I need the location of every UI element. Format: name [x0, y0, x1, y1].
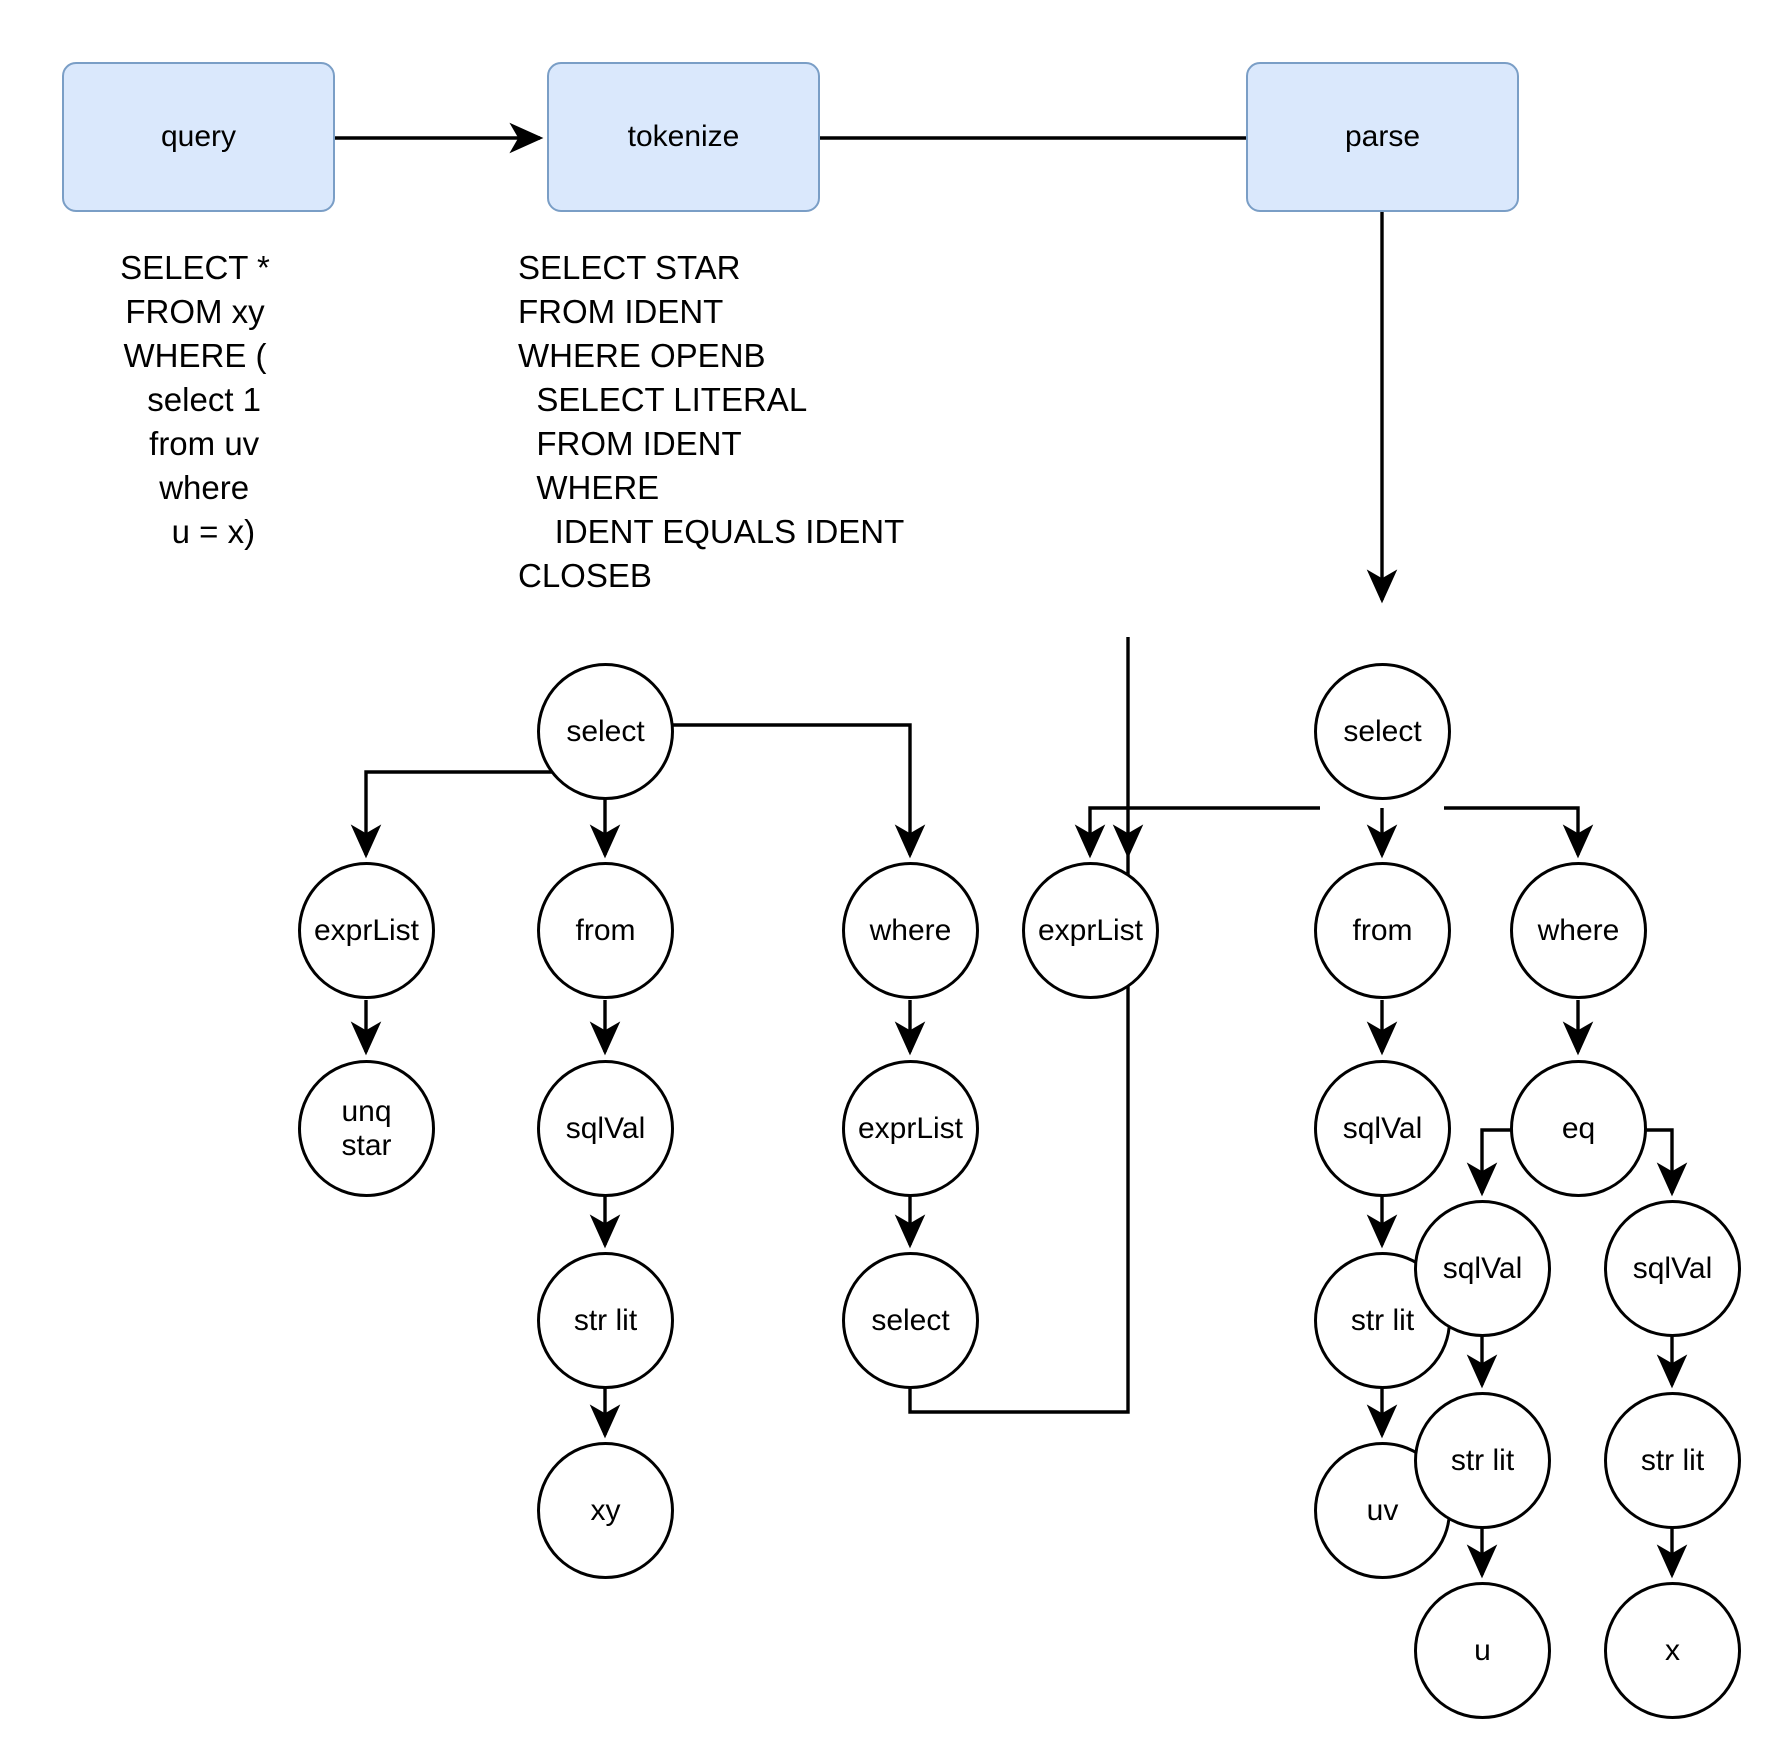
tree-node-label: sqlVal [565, 1111, 646, 1145]
tree-node-from-inner[interactable]: from [1314, 862, 1451, 999]
tree-node-sqlval-outer[interactable]: sqlVal [537, 1060, 674, 1197]
tree-node-label: where [1537, 913, 1620, 947]
tree-node-xy[interactable]: xy [537, 1442, 674, 1579]
tree-node-label: select [1343, 714, 1422, 748]
tree-node-label: from [575, 913, 636, 947]
tree-node-label: unq star [341, 1094, 392, 1162]
tree-node-label: from [1352, 913, 1413, 947]
process-box-query-label: query [160, 120, 237, 153]
edge-rselect-rexprlist [1074, 806, 1320, 859]
tree-node-label: x [1665, 1633, 1680, 1667]
tree-node-label: str lit [1350, 1303, 1415, 1337]
tree-node-label: xy [590, 1493, 621, 1527]
tree-node-u[interactable]: u [1414, 1582, 1551, 1719]
tree-node-sqlval-eq-right[interactable]: sqlVal [1604, 1200, 1741, 1337]
tree-node-label: str lit [1640, 1443, 1705, 1477]
tree-node-select-outer[interactable]: select [537, 663, 674, 800]
tree-node-where-inner[interactable]: where [1510, 862, 1647, 999]
process-box-parse-label: parse [1344, 120, 1421, 153]
query-source-text: SELECT * FROM xy WHERE ( select 1 from u… [120, 249, 270, 550]
tree-node-label: uv [1366, 1493, 1399, 1527]
tree-node-label: str lit [573, 1303, 638, 1337]
tree-node-label: select [566, 714, 645, 748]
tree-node-select-inner[interactable]: select [1314, 663, 1451, 800]
tree-node-sqlval-eq-left[interactable]: sqlVal [1414, 1200, 1551, 1337]
tree-node-exprlist-outer[interactable]: exprList [298, 862, 435, 999]
tree-node-label: sqlVal [1342, 1111, 1423, 1145]
edge-rselect-rwhere [1444, 806, 1594, 859]
tree-node-from-outer[interactable]: from [537, 862, 674, 999]
tree-node-unq-star[interactable]: unq star [298, 1060, 435, 1197]
tree-node-strlit-outer[interactable]: str lit [537, 1252, 674, 1389]
tree-node-exprlist-inner[interactable]: exprList [1022, 862, 1159, 999]
tree-node-label: exprList [1037, 913, 1144, 947]
tree-node-label: where [869, 913, 952, 947]
tree-node-label: exprList [857, 1111, 964, 1145]
process-box-parse[interactable]: parse [1246, 62, 1519, 212]
tree-node-exprlist-where-outer[interactable]: exprList [842, 1060, 979, 1197]
tree-node-strlit-eq-right[interactable]: str lit [1604, 1392, 1741, 1529]
tree-node-label: eq [1561, 1111, 1596, 1145]
token-stream-text: SELECT STAR FROM IDENT WHERE OPENB SELEC… [518, 249, 905, 594]
tree-node-eq[interactable]: eq [1510, 1060, 1647, 1197]
process-box-query[interactable]: query [62, 62, 335, 212]
tree-node-label: sqlVal [1632, 1251, 1713, 1285]
tree-node-label: exprList [313, 913, 420, 947]
tree-node-label: u [1474, 1633, 1491, 1667]
tree-node-strlit-eq-left[interactable]: str lit [1414, 1392, 1551, 1529]
tree-node-label: sqlVal [1442, 1251, 1523, 1285]
process-box-tokenize-label: tokenize [627, 120, 740, 153]
tree-node-where-outer[interactable]: where [842, 862, 979, 999]
tree-node-sqlval-inner[interactable]: sqlVal [1314, 1060, 1451, 1197]
tree-node-label: str lit [1450, 1443, 1515, 1477]
process-box-tokenize[interactable]: tokenize [547, 62, 820, 212]
tree-node-label: select [871, 1303, 950, 1337]
tree-node-subquery-select[interactable]: select [842, 1252, 979, 1389]
tree-node-x[interactable]: x [1604, 1582, 1741, 1719]
